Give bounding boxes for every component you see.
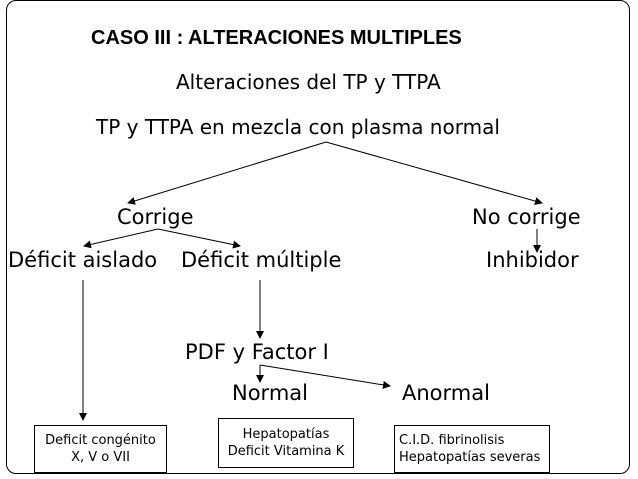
box-deficit-congenito-line1: Deficit congénito	[45, 433, 156, 448]
node-deficit-multiple: Déficit múltiple	[181, 248, 342, 272]
node-anormal: Anormal	[402, 381, 490, 405]
box-cid-line1: C.I.D. fibrinolisis	[399, 433, 505, 448]
slide-frame	[6, 0, 630, 474]
node-pdf-factor: PDF y Factor I	[185, 340, 329, 364]
node-deficit-aislado: Déficit aislado	[8, 248, 158, 272]
box-hepatopatias-line2: Deficit Vitamina K	[227, 444, 345, 459]
node-no-corrige: No corrige	[472, 205, 581, 229]
arrow-corrige-to-multiple	[157, 228, 241, 249]
box-cid: C.I.D. fibrinolisis Hepatopatías severas	[394, 425, 550, 473]
arrow-root-to-corrige	[127, 141, 327, 205]
box-deficit-congenito: Deficit congénito X, V o VII	[34, 425, 167, 473]
box-hepatopatias-line1: Hepatopatías	[242, 427, 330, 442]
node-corrige: Corrige	[117, 205, 194, 229]
arrow-root-to-no-corrige	[325, 141, 543, 205]
subtitle: Alteraciones del TP y TTPA	[176, 70, 441, 94]
box-deficit-congenito-line2: X, V o VII	[71, 450, 130, 465]
arrow-pdf-to-anormal	[259, 364, 391, 389]
node-inhibidor: Inhibidor	[486, 248, 579, 272]
arrow-corrige-to-aislado	[83, 228, 159, 249]
box-hepatopatias: Hepatopatías Deficit Vitamina K	[218, 418, 354, 468]
box-cid-line2: Hepatopatías severas	[399, 450, 541, 465]
diagram-title: CASO III : ALTERACIONES MULTIPLES	[91, 27, 462, 49]
node-normal: Normal	[232, 381, 308, 405]
root-node: TP y TTPA en mezcla con plasma normal	[96, 115, 500, 139]
